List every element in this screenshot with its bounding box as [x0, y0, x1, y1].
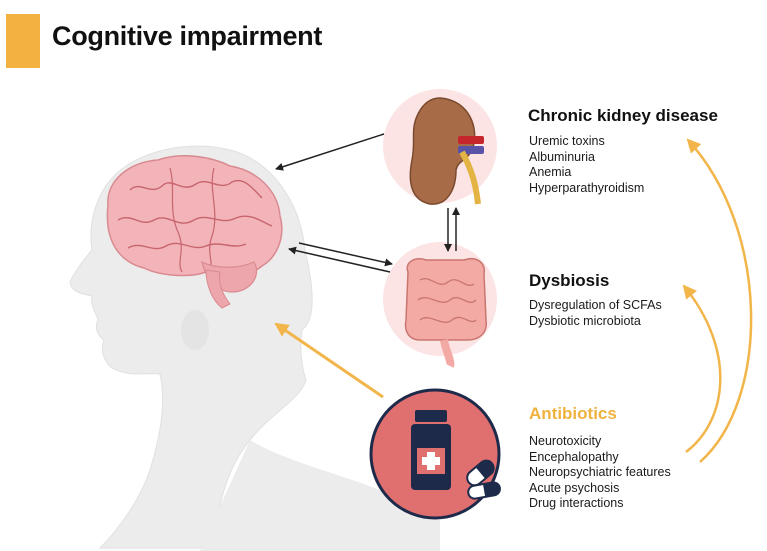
medicine-bottle-icon — [411, 410, 451, 490]
arrow-antibiotics-to-ckd — [686, 138, 753, 463]
arrow-antibiotics-to-dysbiosis — [682, 284, 722, 453]
list-item: Acute psychosis — [529, 480, 620, 495]
list-item: Hyperparathyroidism — [529, 180, 645, 195]
list-item: Neurotoxicity — [529, 434, 602, 448]
list-item: Encephalopathy — [529, 449, 619, 464]
list-item: Albuminuria — [529, 149, 596, 164]
arrow-brain-to-gut — [298, 242, 393, 267]
list-item: Neuropsychiatric features — [529, 465, 671, 479]
arrow-gut-to-brain — [288, 246, 391, 273]
arrow-kidney-to-brain — [275, 133, 385, 171]
dysbiosis-heading: Dysbiosis — [529, 271, 610, 290]
dysbiosis-list: Dysregulation of SCFAs Dysbiotic microbi… — [529, 298, 662, 329]
antibiotics-heading: Antibiotics — [529, 404, 617, 423]
list-item: Dysregulation of SCFAs — [529, 298, 662, 312]
brain-icon — [106, 155, 283, 309]
list-item: Drug interactions — [529, 496, 624, 510]
list-item: Dysbiotic microbiota — [529, 313, 641, 328]
list-item: Anemia — [529, 165, 572, 179]
pill-icon — [466, 459, 501, 500]
ear-icon — [181, 310, 209, 350]
list-item: Uremic toxins — [529, 134, 605, 148]
title-accent-bar — [6, 14, 40, 68]
arrow-antibiotics-to-brain — [274, 322, 384, 399]
antibiotics-list: Neurotoxicity Encephalopathy Neuropsychi… — [529, 434, 671, 512]
intestine-icon — [404, 258, 487, 368]
kidney-icon — [409, 97, 484, 205]
brainstem — [205, 269, 231, 309]
ckd-list: Uremic toxins Albuminuria Anemia Hyperpa… — [529, 134, 644, 196]
ckd-heading: Chronic kidney disease — [528, 106, 718, 125]
diagram-title: Cognitive impairment — [52, 21, 323, 51]
